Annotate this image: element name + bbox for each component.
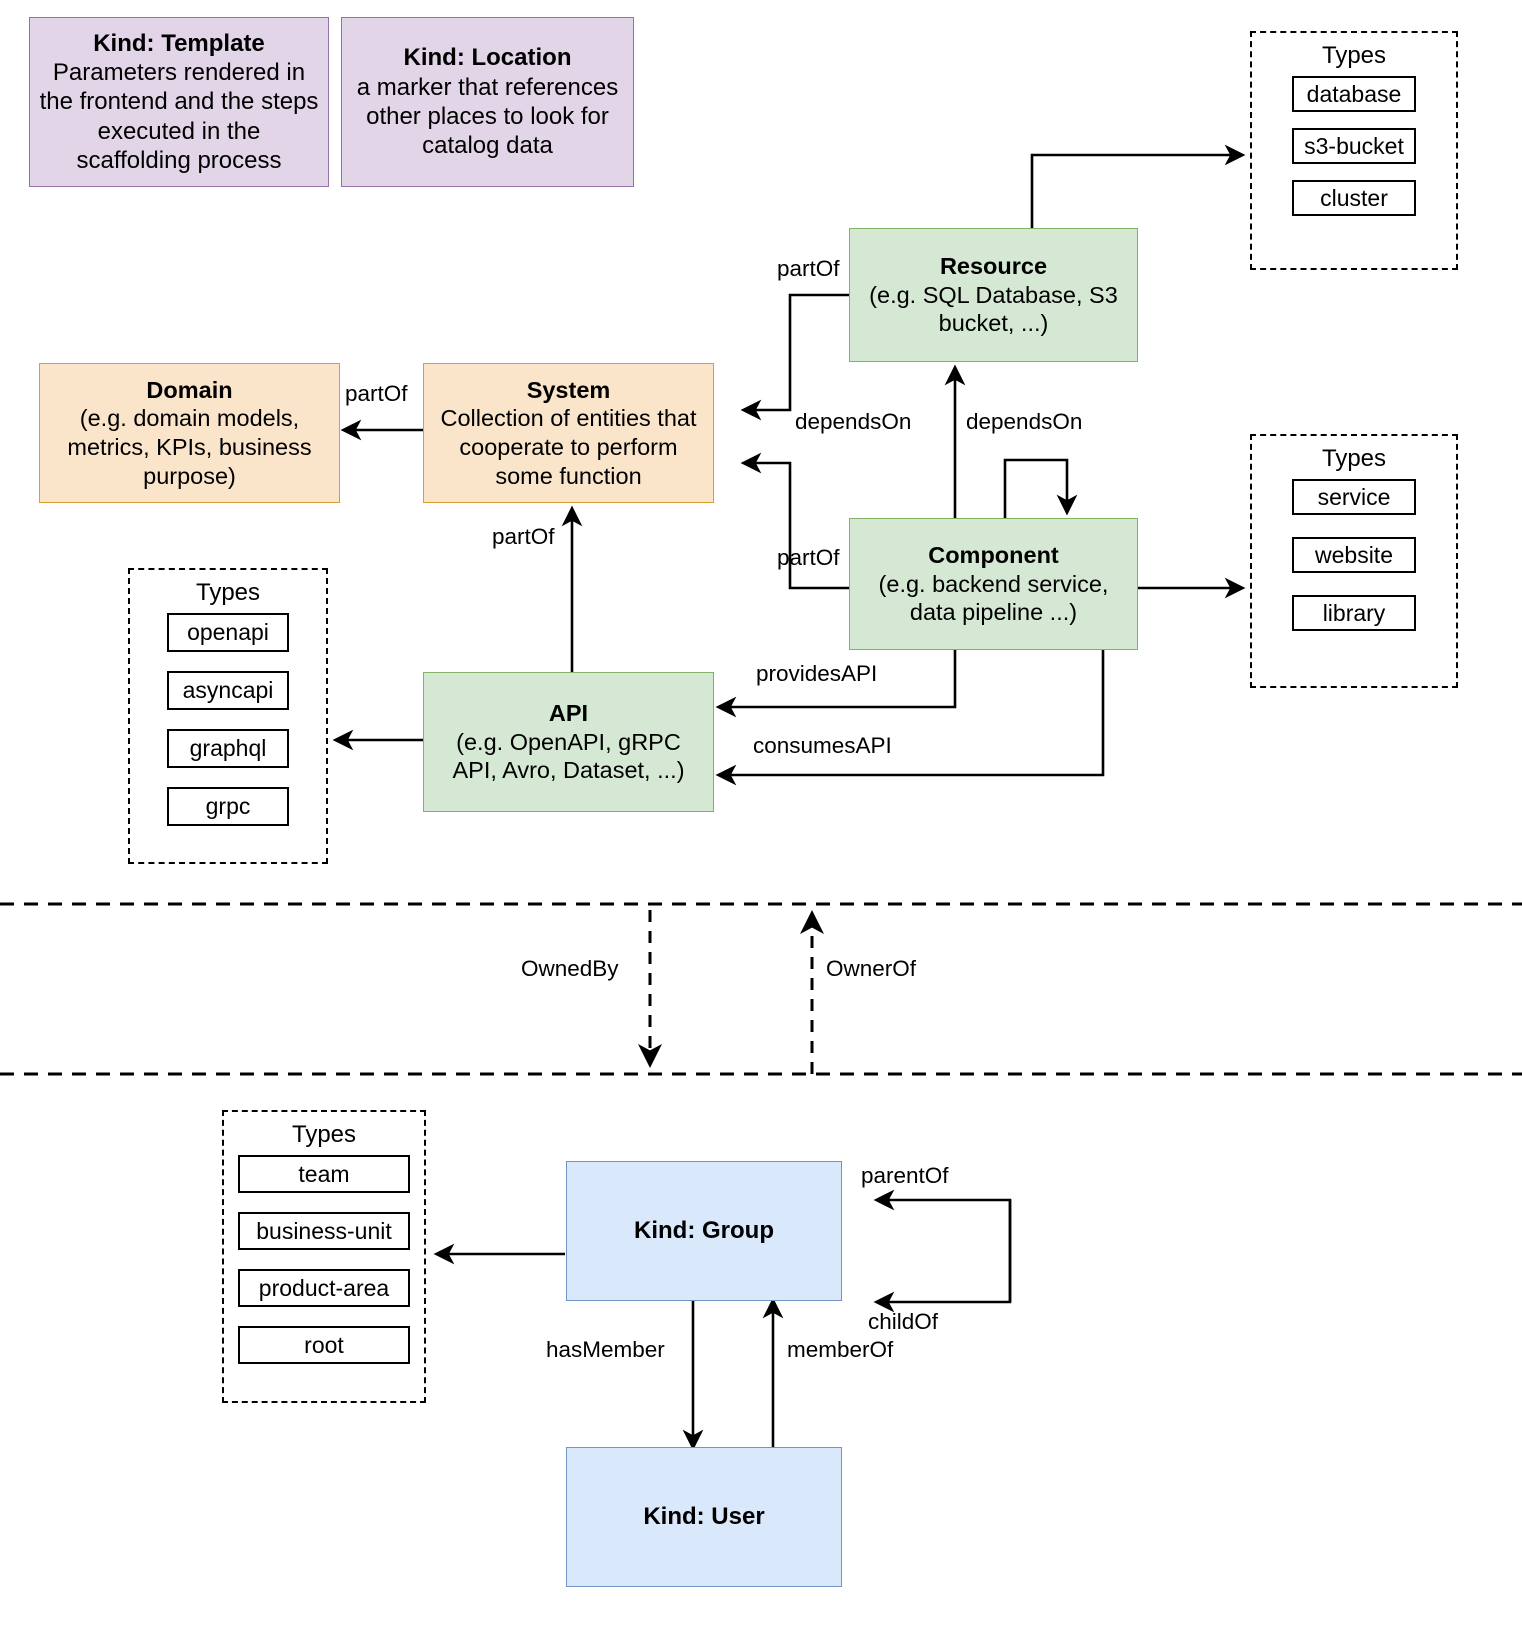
edge-label-group-hasmember: hasMember: [546, 1337, 665, 1362]
type-chip-grpc[interactable]: grpc: [167, 787, 289, 826]
types-title: Types: [1321, 445, 1387, 472]
edge-label-component-partof-system: partOf: [777, 545, 840, 570]
node-kind-location[interactable]: Kind: Location a marker that references …: [341, 17, 634, 187]
node-description: (e.g. OpenAPI, gRPC API, Avro, Dataset, …: [452, 728, 685, 784]
node-title: Kind: Location: [403, 44, 572, 72]
node-kind-template[interactable]: Kind: Template Parameters rendered in th…: [29, 17, 329, 187]
node-title: System: [526, 376, 611, 403]
types-title: Types: [1321, 42, 1387, 69]
node-title: Kind: Group: [634, 1217, 774, 1245]
edge-label-ownedby: OwnedBy: [521, 956, 619, 981]
node-system[interactable]: System Collection of entities that coope…: [423, 363, 714, 503]
edge-label-system-partof-domain: partOf: [345, 381, 408, 406]
type-chip-openapi[interactable]: openapi: [167, 613, 289, 652]
type-chip-product-area[interactable]: product-area: [238, 1269, 410, 1307]
node-description: Collection of entities that cooperate to…: [440, 405, 697, 489]
types-group-resource: Types database s3-bucket cluster: [1250, 31, 1458, 270]
node-domain[interactable]: Domain (e.g. domain models, metrics, KPI…: [39, 363, 340, 503]
node-description: (e.g. domain models, metrics, KPIs, busi…: [67, 405, 312, 489]
type-chip-s3-bucket[interactable]: s3-bucket: [1292, 128, 1416, 164]
node-title: API: [548, 700, 589, 727]
edge-label-component-dependson-resource: dependsOn: [795, 409, 912, 434]
node-kind-user[interactable]: Kind: User: [566, 1447, 842, 1587]
node-kind-group[interactable]: Kind: Group: [566, 1161, 842, 1301]
type-chip-business-unit[interactable]: business-unit: [238, 1212, 410, 1250]
node-title: Component: [928, 542, 1059, 569]
edge-label-user-memberof: memberOf: [787, 1337, 894, 1362]
node-description: a marker that references other places to…: [356, 73, 619, 160]
type-chip-database[interactable]: database: [1292, 76, 1416, 112]
edge-label-component-dependson-component: dependsOn: [966, 409, 1083, 434]
node-resource[interactable]: Resource (e.g. SQL Database, S3 bucket, …: [849, 228, 1138, 362]
edge-group-parentof: [873, 1189, 1012, 1302]
node-component[interactable]: Component (e.g. backend service, data pi…: [849, 518, 1138, 650]
edge-label-group-childof: childOf: [868, 1309, 939, 1334]
edge-label-component-consumesapi: consumesAPI: [753, 733, 892, 758]
types-group-component: Types service website library: [1250, 434, 1458, 688]
node-title: Kind: Template: [93, 29, 265, 57]
edge-label-ownerof: OwnerOf: [826, 956, 917, 981]
type-chip-website[interactable]: website: [1292, 537, 1416, 573]
edge-resource-to-types: [1030, 144, 1246, 237]
types-title: Types: [291, 1121, 357, 1148]
edge-label-component-providesapi: providesAPI: [756, 661, 878, 686]
type-chip-service[interactable]: service: [1292, 479, 1416, 515]
edge-component-dependson-component: [1003, 458, 1078, 518]
node-api[interactable]: API (e.g. OpenAPI, gRPC API, Avro, Datas…: [423, 672, 714, 812]
node-title: Domain: [146, 376, 233, 403]
edge-label-api-partof-system: partOf: [492, 524, 555, 549]
node-description: (e.g. backend service, data pipeline ...…: [878, 570, 1109, 626]
edge-label-resource-partof-system: partOf: [777, 256, 840, 281]
edge-group-childof: [873, 1200, 1012, 1313]
node-title: Resource: [939, 253, 1048, 280]
types-title: Types: [195, 579, 261, 606]
node-title: Kind: User: [643, 1503, 765, 1531]
type-chip-asyncapi[interactable]: asyncapi: [167, 671, 289, 710]
edge-label-group-parentof: parentOf: [861, 1163, 949, 1188]
type-chip-cluster[interactable]: cluster: [1292, 180, 1416, 216]
types-group-group: Types team business-unit product-area ro…: [222, 1110, 426, 1403]
type-chip-library[interactable]: library: [1292, 595, 1416, 631]
node-description: (e.g. SQL Database, S3 bucket, ...): [869, 281, 1118, 337]
type-chip-team[interactable]: team: [238, 1155, 410, 1193]
type-chip-graphql[interactable]: graphql: [167, 729, 289, 768]
node-description: Parameters rendered in the frontend and …: [39, 59, 319, 174]
type-chip-root[interactable]: root: [238, 1326, 410, 1364]
types-group-api: Types openapi asyncapi graphql grpc: [128, 568, 328, 864]
